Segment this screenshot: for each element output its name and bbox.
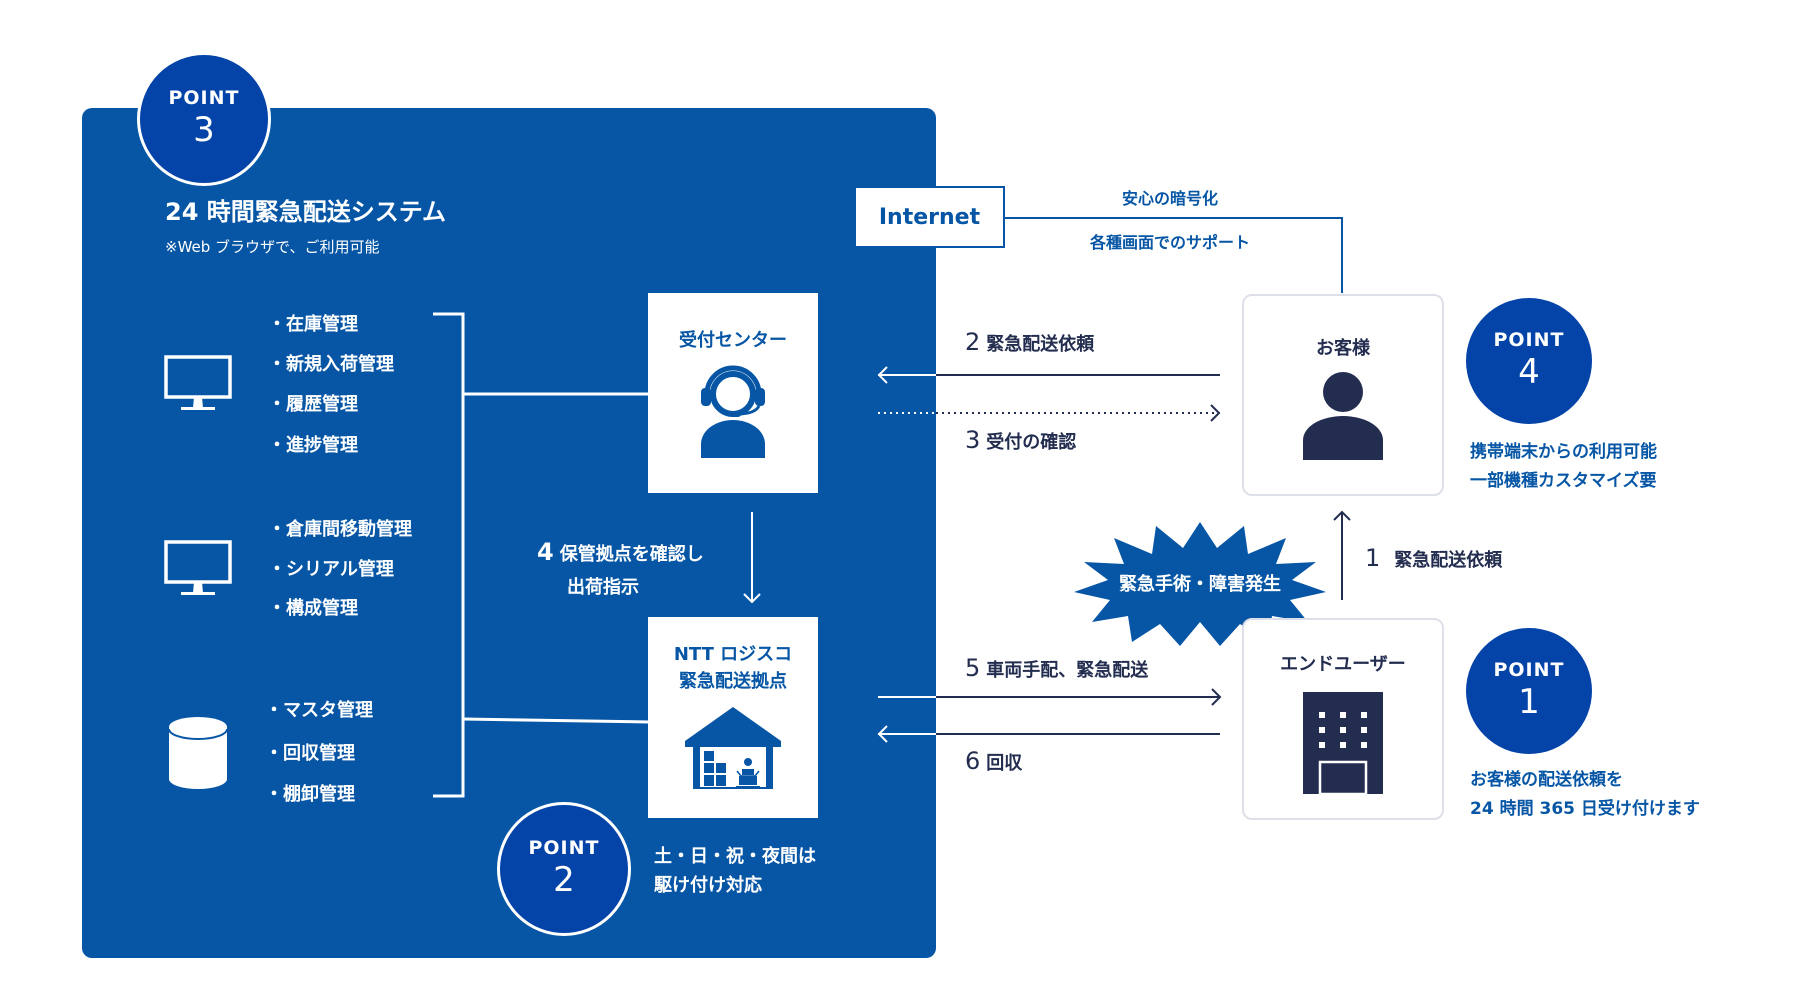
flow-6-text: 回収 bbox=[986, 753, 1023, 774]
internet-label: Internet bbox=[878, 204, 981, 230]
point-1-line2: 24 時間 365 日受け付けます bbox=[1470, 798, 1700, 819]
bracket-to-warehouse-line bbox=[462, 717, 649, 724]
point-1-line1: お客様の配送依頼を bbox=[1470, 770, 1623, 790]
arrow-2-head bbox=[877, 366, 888, 384]
instruction-4-line2: 出荷指示 bbox=[567, 576, 639, 598]
warehouse-line1: NTT ロジスコ bbox=[673, 644, 793, 665]
flow-1-label: 1 緊急配送依頼 bbox=[1365, 544, 1502, 572]
feature-item: ・マスタ管理 bbox=[265, 700, 373, 721]
headset-operator-icon bbox=[701, 365, 765, 458]
feature-item: ・進捗管理 bbox=[268, 435, 358, 456]
customer-label: お客様 bbox=[1316, 338, 1370, 359]
end-user-label: エンドユーザー bbox=[1280, 654, 1406, 675]
burst-label: 緊急手術・障害発生 bbox=[1119, 574, 1281, 595]
point-1-description: お客様の配送依頼を 24 時間 365 日受け付けます bbox=[1470, 766, 1700, 824]
feature-item: ・構成管理 bbox=[268, 598, 358, 619]
feature-item: ・在庫管理 bbox=[268, 314, 358, 335]
flow-6-number: 6 bbox=[965, 747, 981, 775]
warehouse-box: NTT ロジスコ 緊急配送拠点 bbox=[648, 617, 818, 818]
point-4-number: 4 bbox=[1518, 351, 1540, 392]
point-1-number: 1 bbox=[1518, 681, 1540, 722]
point-4-description: 携帯端末からの利用可能 一部機種カスタマイズ要 bbox=[1470, 438, 1657, 496]
point-4-line1: 携帯端末からの利用可能 bbox=[1470, 442, 1657, 462]
arrow-1-head bbox=[1333, 510, 1351, 521]
feature-item: ・履歴管理 bbox=[268, 394, 358, 415]
flow-5-text: 車両手配、緊急配送 bbox=[986, 660, 1149, 681]
flow-1-text: 緊急配送依頼 bbox=[1394, 550, 1503, 571]
point-3-number: 3 bbox=[193, 109, 215, 150]
system-title: 24 時間緊急配送システム bbox=[165, 198, 447, 226]
point-4-label: POINT bbox=[1493, 328, 1565, 351]
warehouse-line2: 緊急配送拠点 bbox=[679, 671, 787, 692]
building-icon bbox=[1303, 692, 1383, 796]
instruction-4-line1: 保管拠点を確認し bbox=[559, 544, 704, 565]
point-1-label: POINT bbox=[1493, 658, 1565, 681]
point-3-badge: POINT 3 bbox=[137, 52, 271, 186]
instruction-4-number: 4 bbox=[537, 538, 554, 566]
feature-item: ・回収管理 bbox=[265, 743, 355, 764]
flow-1-number: 1 bbox=[1365, 544, 1381, 572]
point-2-line2: 駆け付け対応 bbox=[654, 874, 762, 896]
internet-note-support: 各種画面でのサポート bbox=[1089, 233, 1250, 252]
feature-item: ・倉庫間移動管理 bbox=[268, 519, 412, 540]
point-4-badge: POINT 4 bbox=[1466, 298, 1592, 424]
feature-bracket bbox=[433, 312, 465, 798]
database-icon bbox=[168, 717, 228, 789]
flow-3-number: 3 bbox=[965, 426, 981, 454]
person-icon bbox=[1303, 372, 1383, 460]
feature-item: ・棚卸管理 bbox=[265, 784, 355, 805]
point-2-line1: 土・日・祝・夜間は bbox=[654, 846, 816, 867]
point-2-number: 2 bbox=[553, 859, 575, 900]
customer-card: お客様 bbox=[1242, 294, 1444, 496]
internet-line bbox=[1005, 217, 1343, 293]
point-2-badge: POINT 2 bbox=[497, 802, 631, 936]
point-1-badge: POINT 1 bbox=[1466, 628, 1592, 754]
emergency-burst-shape bbox=[1074, 522, 1326, 646]
arrow-3-head bbox=[1210, 404, 1221, 422]
system-subtitle: ※Web ブラウザで、ご利用可能 bbox=[165, 238, 380, 256]
feature-item: ・シリアル管理 bbox=[268, 559, 394, 580]
burst-star bbox=[1074, 522, 1326, 646]
arrow-5-head bbox=[1211, 688, 1222, 706]
flow-3-text: 受付の確認 bbox=[986, 432, 1077, 453]
reception-center-label: 受付センター bbox=[679, 330, 787, 351]
arrow-6-head bbox=[877, 725, 888, 743]
flow-2-text: 緊急配送依頼 bbox=[986, 334, 1095, 355]
reception-center-box: 受付センター bbox=[648, 293, 818, 493]
point-2-description: 土・日・祝・夜間は 駆け付け対応 bbox=[654, 843, 816, 901]
arrow-4-head bbox=[743, 593, 761, 604]
point-3-label: POINT bbox=[168, 86, 240, 109]
internet-note-encryption: 安心の暗号化 bbox=[1121, 189, 1218, 208]
end-user-card: エンドユーザー bbox=[1242, 618, 1444, 820]
internet-box: Internet bbox=[854, 186, 1005, 248]
monitor-icon bbox=[164, 355, 232, 410]
flow-2-number: 2 bbox=[965, 328, 981, 356]
monitor-icon bbox=[164, 540, 232, 595]
warehouse-icon bbox=[685, 707, 781, 789]
point-2-label: POINT bbox=[528, 836, 600, 859]
feature-item: ・新規入荷管理 bbox=[268, 354, 394, 375]
point-4-line2: 一部機種カスタマイズ要 bbox=[1470, 470, 1657, 491]
flow-5-number: 5 bbox=[965, 654, 981, 682]
